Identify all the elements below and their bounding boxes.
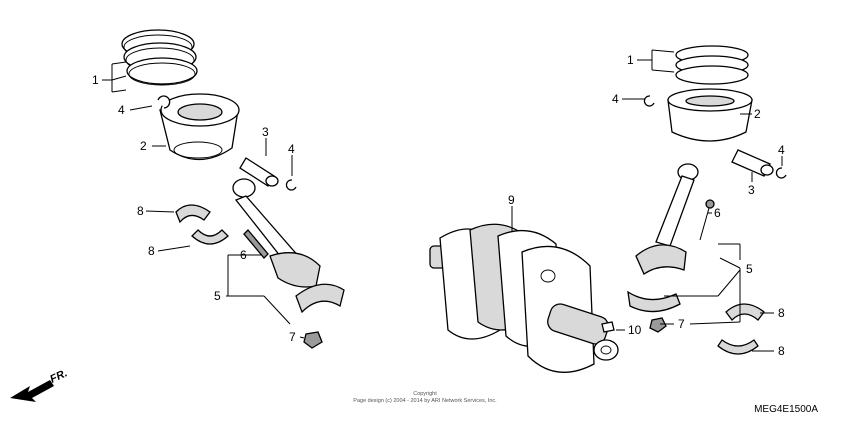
callout-left-4-upper: 4 bbox=[118, 103, 125, 117]
callout-left-3: 3 bbox=[262, 125, 269, 139]
callout-left-6: 6 bbox=[240, 248, 247, 262]
left-connecting-rod[interactable] bbox=[232, 178, 321, 288]
callout-right-2: 2 bbox=[754, 107, 761, 121]
right-bearing-upper[interactable] bbox=[725, 303, 765, 321]
right-piston[interactable] bbox=[667, 88, 753, 142]
right-connecting-rod[interactable] bbox=[635, 163, 699, 275]
left-leader-lines bbox=[102, 61, 305, 339]
callout-right-4-upper: 4 bbox=[612, 92, 619, 106]
left-piston-pin[interactable] bbox=[239, 157, 279, 187]
copyright-line-2: Page design (c) 2004 - 2014 by ARI Netwo… bbox=[353, 398, 497, 404]
right-bearing-lower[interactable] bbox=[717, 339, 759, 355]
callout-right-3: 3 bbox=[748, 183, 755, 197]
right-piston-clip-upper[interactable] bbox=[643, 95, 655, 107]
callout-right-1: 1 bbox=[627, 53, 634, 67]
copyright-line-1: Copyright bbox=[413, 391, 437, 397]
center-leader-lines bbox=[511, 206, 625, 331]
diagram-code: MEG4E1500A bbox=[754, 404, 818, 415]
front-arrow-icon bbox=[10, 380, 54, 402]
callout-right-5: 5 bbox=[746, 262, 753, 276]
left-bearing-lower[interactable] bbox=[191, 229, 229, 245]
right-leader-lines bbox=[622, 49, 783, 352]
front-direction-indicator: FR. bbox=[10, 367, 69, 402]
right-rod-bolt[interactable] bbox=[699, 199, 715, 241]
callout-left-7: 7 bbox=[289, 330, 296, 344]
right-rod-cap[interactable] bbox=[627, 290, 681, 313]
left-piston-clip-lower[interactable] bbox=[285, 179, 297, 191]
callout-left-8-lower: 8 bbox=[148, 244, 155, 258]
callout-right-6: 6 bbox=[714, 206, 721, 220]
callout-right-4-lower: 4 bbox=[778, 143, 785, 157]
left-rod-nut[interactable] bbox=[303, 331, 323, 349]
callout-left-8-upper: 8 bbox=[137, 204, 144, 218]
callout-right-7: 7 bbox=[678, 317, 685, 331]
callout-left-1: 1 bbox=[92, 73, 99, 87]
callout-left-5: 5 bbox=[214, 289, 221, 303]
right-piston-rings[interactable] bbox=[675, 45, 749, 85]
callout-left-2: 2 bbox=[140, 139, 147, 153]
callout-left-4-lower: 4 bbox=[288, 142, 295, 156]
front-label: FR. bbox=[48, 367, 69, 385]
left-piston-rings[interactable] bbox=[121, 29, 198, 86]
left-piston-clip-upper[interactable] bbox=[157, 95, 171, 109]
right-piston-pin[interactable] bbox=[731, 149, 774, 177]
callout-right-8-upper: 8 bbox=[778, 306, 785, 320]
callout-center-10: 10 bbox=[628, 323, 642, 337]
crankshaft-key[interactable] bbox=[601, 321, 615, 333]
crankshaft[interactable] bbox=[429, 223, 619, 373]
left-rod-bolt[interactable] bbox=[243, 229, 269, 259]
callout-center-9: 9 bbox=[508, 193, 515, 207]
left-bearing-upper[interactable] bbox=[175, 204, 211, 224]
right-rod-nut[interactable] bbox=[649, 317, 667, 333]
right-piston-clip-lower[interactable] bbox=[775, 167, 787, 179]
left-rod-cap[interactable] bbox=[295, 283, 345, 314]
callout-right-8-lower: 8 bbox=[778, 344, 785, 358]
left-piston[interactable] bbox=[159, 93, 240, 161]
